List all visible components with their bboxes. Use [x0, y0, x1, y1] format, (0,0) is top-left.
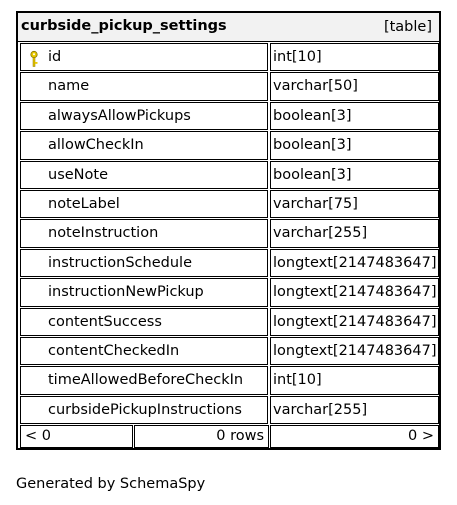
column-type-cell: longtext[2147483647] — [270, 307, 439, 336]
column-name: useNote — [48, 166, 108, 183]
column-type: longtext[2147483647] — [273, 284, 437, 301]
column-type-cell: boolean[3] — [270, 101, 439, 131]
column-name: curbsidePickupInstructions — [48, 401, 242, 418]
column-type-cell: varchar[50] — [270, 72, 439, 101]
column-list: id int[10] name varchar[50] alwaysAllowPicku… — [20, 43, 439, 425]
column-name-cell: curbsidePickupInstructions — [20, 395, 268, 425]
column-type-cell: varchar[255] — [270, 395, 439, 425]
column-name: id — [48, 49, 62, 65]
table-type-label: [table] — [383, 19, 432, 35]
table-row: id int[10] — [20, 43, 439, 72]
column-type: longtext[2147483647] — [273, 342, 437, 359]
column-name-cell: contentSuccess — [20, 307, 268, 336]
column-name-cell: alwaysAllowPickups — [20, 101, 268, 131]
table-row: useNote boolean[3] — [20, 160, 439, 189]
column-name-cell: timeAllowedBeforeCheckIn — [20, 366, 268, 395]
column-name: name — [48, 78, 90, 95]
table-row: contentSuccess longtext[2147483647] — [20, 307, 439, 336]
column-type: int[10] — [273, 372, 322, 389]
column-type: varchar[255] — [273, 225, 368, 242]
column-type: varchar[75] — [273, 195, 358, 212]
row-count: 0 rows — [216, 428, 264, 444]
column-type-cell: longtext[2147483647] — [270, 248, 439, 278]
column-name-cell: useNote — [20, 160, 268, 189]
column-name: contentSuccess — [48, 313, 162, 330]
column-type: varchar[255] — [273, 401, 368, 418]
column-type: longtext[2147483647] — [273, 313, 437, 330]
column-type-cell: boolean[3] — [270, 160, 439, 189]
column-name-cell: noteInstruction — [20, 219, 268, 248]
column-type-cell: boolean[3] — [270, 131, 439, 160]
table-row: curbsidePickupInstructions varchar[255] — [20, 395, 439, 425]
row-count-cell: 0 rows — [134, 425, 269, 448]
column-type-cell: varchar[75] — [270, 189, 439, 219]
table-row: instructionNewPickup longtext[2147483647] — [20, 278, 439, 307]
column-type-cell: longtext[2147483647] — [270, 336, 439, 366]
table-row: noteInstruction varchar[255] — [20, 219, 439, 248]
parents-count-cell: < 0 — [20, 425, 133, 448]
children-count: 0 > — [408, 428, 434, 444]
parents-count: < 0 — [25, 428, 51, 444]
column-type: int[10] — [273, 49, 322, 65]
column-type-cell: int[10] — [270, 366, 439, 395]
column-name: contentCheckedIn — [48, 342, 180, 359]
table-footer: < 0 0 rows 0 > — [20, 425, 439, 448]
generated-by-text: Generated by SchemaSpy — [16, 476, 206, 492]
table-header: curbside_pickup_settings [table] — [18, 13, 439, 42]
key-icon — [30, 50, 38, 67]
table-row: name varchar[50] — [20, 72, 439, 101]
column-type: varchar[50] — [273, 78, 358, 95]
column-type: boolean[3] — [273, 107, 352, 124]
column-type: longtext[2147483647] — [273, 254, 437, 271]
table-row: noteLabel varchar[75] — [20, 189, 439, 219]
column-name: instructionSchedule — [48, 254, 192, 271]
table-name: curbside_pickup_settings — [21, 18, 227, 34]
column-name-cell: noteLabel — [20, 189, 268, 219]
column-name-cell: instructionNewPickup — [20, 278, 268, 307]
table-row: contentCheckedIn longtext[2147483647] — [20, 336, 439, 366]
table-row: timeAllowedBeforeCheckIn int[10] — [20, 366, 439, 395]
column-name: timeAllowedBeforeCheckIn — [48, 372, 244, 389]
column-name-cell: name — [20, 72, 268, 101]
column-type: boolean[3] — [273, 166, 352, 183]
column-type-cell: int[10] — [270, 43, 439, 72]
column-type-cell: varchar[255] — [270, 219, 439, 248]
column-name: noteInstruction — [48, 225, 159, 242]
column-name: noteLabel — [48, 195, 120, 212]
column-name: instructionNewPickup — [48, 284, 204, 301]
table-row: alwaysAllowPickups boolean[3] — [20, 101, 439, 131]
column-name: allowCheckIn — [48, 137, 144, 154]
column-type: boolean[3] — [273, 137, 352, 154]
column-name-cell: allowCheckIn — [20, 131, 268, 160]
column-name-cell: id — [20, 43, 268, 72]
column-name-cell: instructionSchedule — [20, 248, 268, 278]
table-row: allowCheckIn boolean[3] — [20, 131, 439, 160]
column-type-cell: longtext[2147483647] — [270, 278, 439, 307]
table-row: instructionSchedule longtext[2147483647] — [20, 248, 439, 278]
schema-table: curbside_pickup_settings [table] id int[1… — [16, 11, 441, 450]
children-count-cell: 0 > — [270, 425, 439, 448]
column-name: alwaysAllowPickups — [48, 107, 191, 124]
column-name-cell: contentCheckedIn — [20, 336, 268, 366]
